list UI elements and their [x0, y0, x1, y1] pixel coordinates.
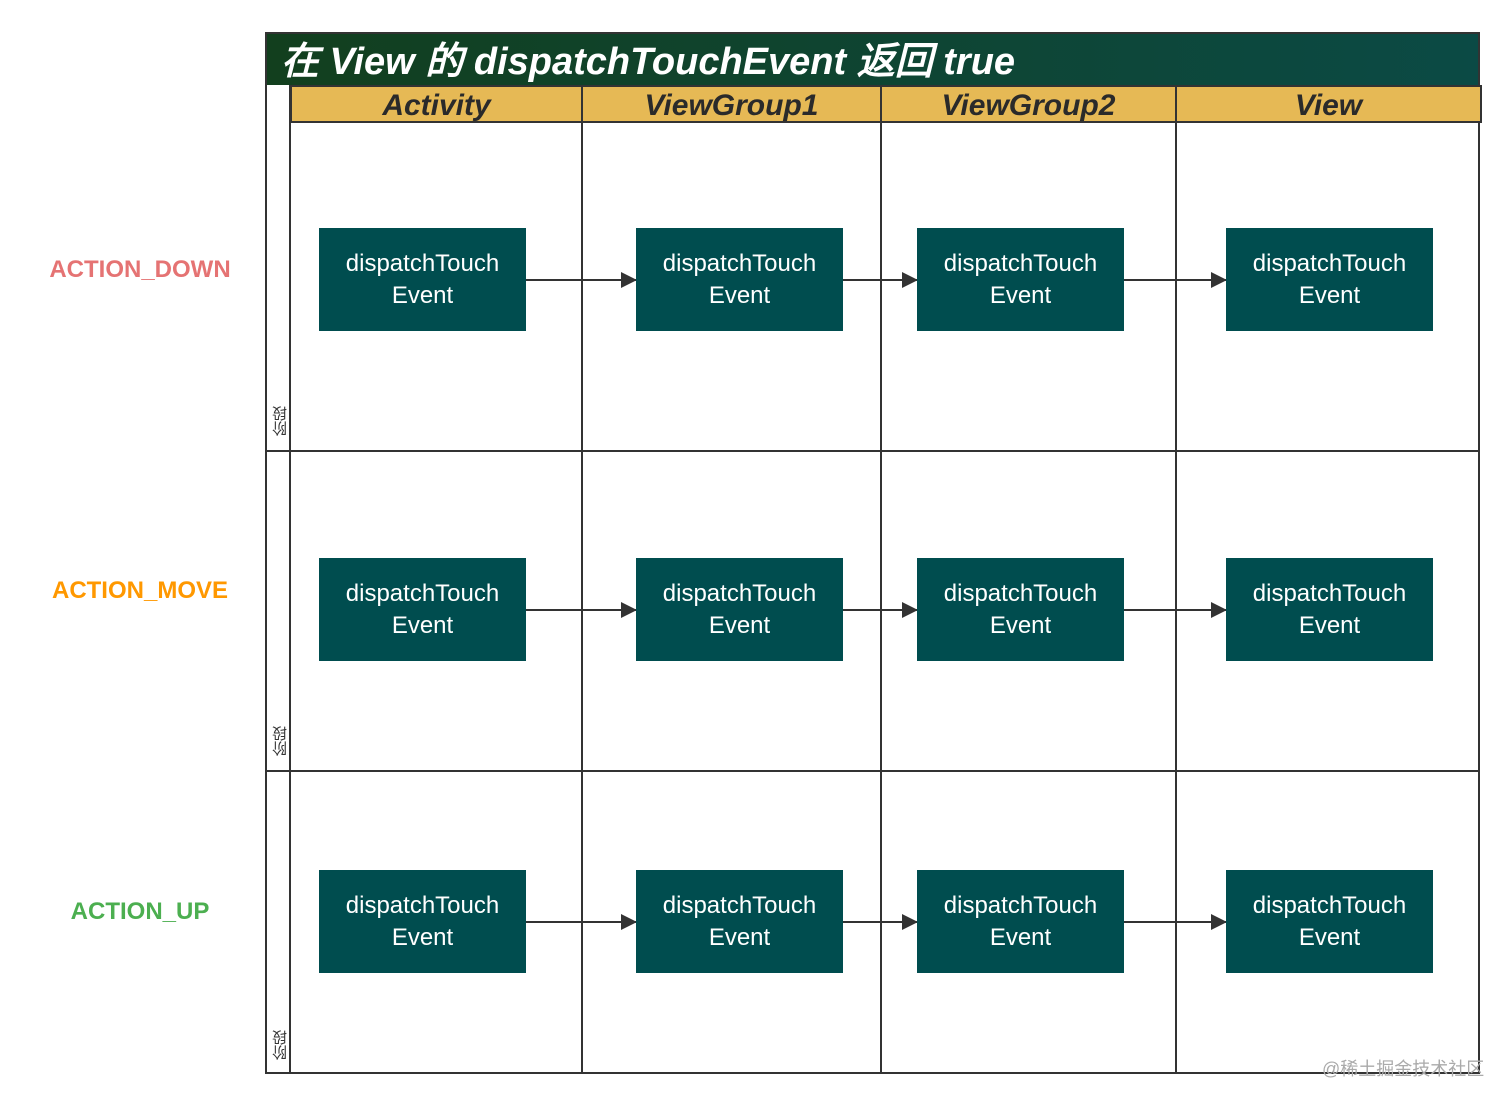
box-text: Event — [708, 281, 771, 309]
column-header-view: View — [1175, 85, 1482, 123]
flow-arrow — [843, 602, 918, 618]
box-text: Event — [1298, 923, 1361, 951]
box-text: dispatchTouch — [943, 249, 1098, 277]
box-text: Event — [708, 611, 771, 639]
row-label-action-up: ACTION_UP — [70, 898, 210, 925]
box-text: Event — [708, 923, 771, 951]
box-text: dispatchTouch — [1252, 579, 1407, 607]
flow-arrow — [1124, 272, 1227, 288]
lane-divider — [581, 123, 583, 1074]
box-text: dispatchTouch — [345, 579, 500, 607]
box-text: dispatchTouch — [662, 891, 817, 919]
column-header-viewgroup1: ViewGroup1 — [581, 85, 882, 123]
box-text: dispatchTouch — [345, 891, 500, 919]
lane-divider — [1175, 123, 1177, 1074]
flow-arrow — [843, 914, 918, 930]
box-text: dispatchTouch — [943, 579, 1098, 607]
box-text: dispatchTouch — [1252, 249, 1407, 277]
row-divider — [265, 770, 1480, 772]
flow-arrow — [843, 272, 918, 288]
row-label-action-down: ACTION_DOWN — [49, 256, 231, 283]
row-label-action-move: ACTION_MOVE — [51, 577, 228, 604]
box-text: Event — [1298, 281, 1361, 309]
watermark: @稀土掘金技术社区 — [1322, 1059, 1485, 1079]
column-header-activity: Activity — [290, 85, 583, 123]
box-text: Event — [1298, 611, 1361, 639]
box-text: dispatchTouch — [943, 891, 1098, 919]
stage-column-divider — [289, 85, 291, 1074]
box-text: Event — [391, 923, 454, 951]
stage-label: 阶段 — [272, 406, 289, 436]
box-text: Event — [989, 281, 1052, 309]
flow-arrow — [526, 272, 637, 288]
box-text: dispatchTouch — [345, 249, 500, 277]
stage-label: 阶段 — [272, 726, 289, 756]
box-text: Event — [391, 611, 454, 639]
stage-label: 阶段 — [272, 1030, 289, 1060]
box-text: dispatchTouch — [662, 579, 817, 607]
box-text: dispatchTouch — [1252, 891, 1407, 919]
flow-arrow — [526, 602, 637, 618]
flow-arrow — [1124, 914, 1227, 930]
lane-divider — [880, 123, 882, 1074]
box-text: Event — [989, 611, 1052, 639]
diagram-title: 在 View 的 dispatchTouchEvent 返回 true — [265, 32, 1480, 85]
box-text: Event — [989, 923, 1052, 951]
box-text: Event — [391, 281, 454, 309]
box-text: dispatchTouch — [662, 249, 817, 277]
flow-arrow — [526, 914, 637, 930]
flow-arrow — [1124, 602, 1227, 618]
row-divider — [265, 450, 1480, 452]
column-header-viewgroup2: ViewGroup2 — [880, 85, 1177, 123]
